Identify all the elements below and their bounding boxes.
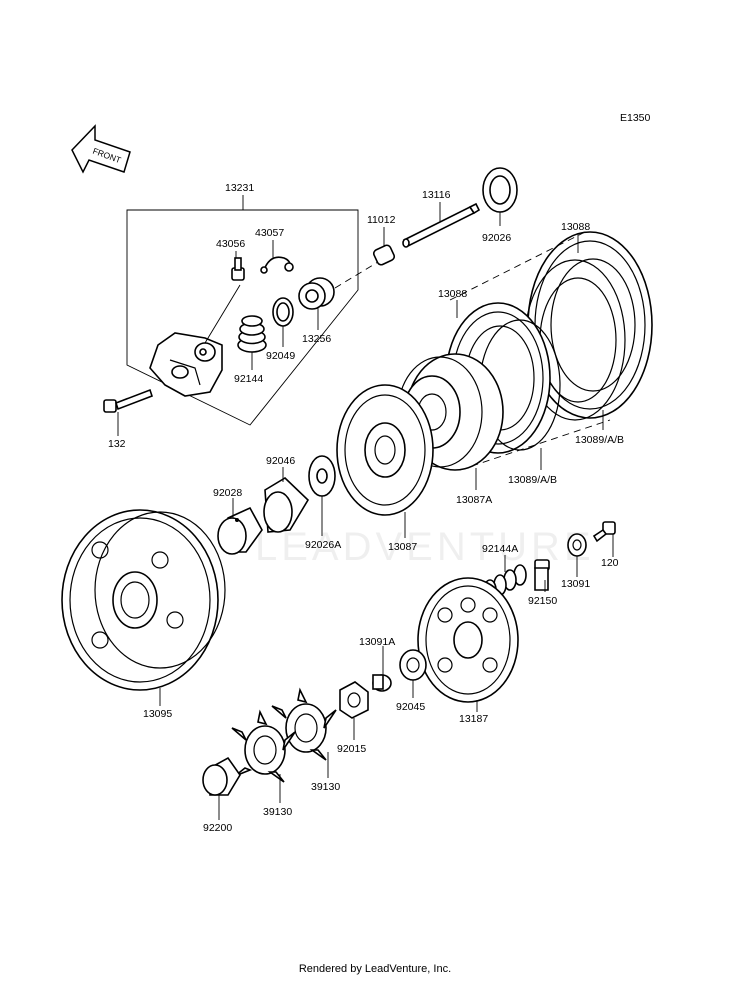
screw-120 <box>592 521 616 543</box>
label-13089-right: 13089/A/B <box>575 434 624 446</box>
label-13256: 13256 <box>302 333 331 345</box>
label-43056: 43056 <box>216 238 245 250</box>
label-13187: 13187 <box>459 713 488 725</box>
washer-92026A <box>308 455 336 497</box>
rod-13116 <box>402 202 481 248</box>
label-92028: 92028 <box>213 487 242 499</box>
diagram-code: E1350 <box>620 112 651 124</box>
lock-washer-39130-right <box>271 687 337 761</box>
label-13089-mid: 13089/A/B <box>508 474 557 486</box>
axis-piston <box>334 261 379 289</box>
axis-plates-top <box>449 231 586 301</box>
sleeve-92028 <box>217 506 263 555</box>
label-13091A: 13091A <box>359 636 395 648</box>
piston-13256 <box>298 277 335 310</box>
label-92049: 92049 <box>266 350 295 362</box>
label-132: 132 <box>108 438 126 450</box>
collar-92200 <box>202 756 241 796</box>
leader-cylinder-bleeder <box>204 284 241 344</box>
spring-92144 <box>237 315 267 353</box>
label-39130-right: 39130 <box>311 781 340 793</box>
collar-13091 <box>567 533 587 557</box>
label-13091: 13091 <box>561 578 590 590</box>
assembly-bracket-13231 <box>126 209 359 426</box>
clutch-housing-13095 <box>61 509 226 691</box>
front-arrow-icon: FRONT <box>71 124 131 174</box>
hub-13087 <box>336 384 434 516</box>
seal-92049 <box>272 297 294 327</box>
release-cylinder <box>149 332 223 397</box>
bolt-92150 <box>534 559 550 591</box>
label-92046: 92046 <box>266 455 295 467</box>
label-11012: 11012 <box>367 214 396 226</box>
label-120: 120 <box>601 557 619 569</box>
bearing-92046 <box>263 476 310 533</box>
label-13087: 13087 <box>388 541 417 553</box>
label-13116: 13116 <box>422 189 451 201</box>
bolt-132 <box>103 388 154 413</box>
washer-92026 <box>482 167 518 213</box>
label-92015: 92015 <box>337 743 366 755</box>
footer-credit: Rendered by LeadVenture, Inc. <box>298 963 452 975</box>
label-92200: 92200 <box>203 822 232 834</box>
nut-92015 <box>339 681 369 719</box>
label-92144A: 92144A <box>482 543 518 555</box>
label-43057: 43057 <box>255 227 284 239</box>
label-13095: 13095 <box>143 708 172 720</box>
bearing-92045 <box>399 649 427 681</box>
label-13087A: 13087A <box>456 494 492 506</box>
label-92045: 92045 <box>396 701 425 713</box>
label-39130-left: 39130 <box>263 806 292 818</box>
pressure-plate-13187 <box>417 577 519 703</box>
bush-11012 <box>372 244 396 266</box>
label-13088-top: 13088 <box>561 221 590 233</box>
pin-13091A <box>372 674 392 692</box>
label-92026A: 92026A <box>305 539 341 551</box>
label-13231: 13231 <box>225 182 254 194</box>
label-92026: 92026 <box>482 232 511 244</box>
bleeder-43056 <box>231 251 245 281</box>
label-13088-mid: 13088 <box>438 288 467 300</box>
clip-43057 <box>260 256 294 274</box>
lock-washer-39130-left <box>231 709 296 783</box>
label-92144: 92144 <box>234 373 263 385</box>
axis-plates-bottom <box>459 419 611 471</box>
label-92150: 92150 <box>528 595 557 607</box>
